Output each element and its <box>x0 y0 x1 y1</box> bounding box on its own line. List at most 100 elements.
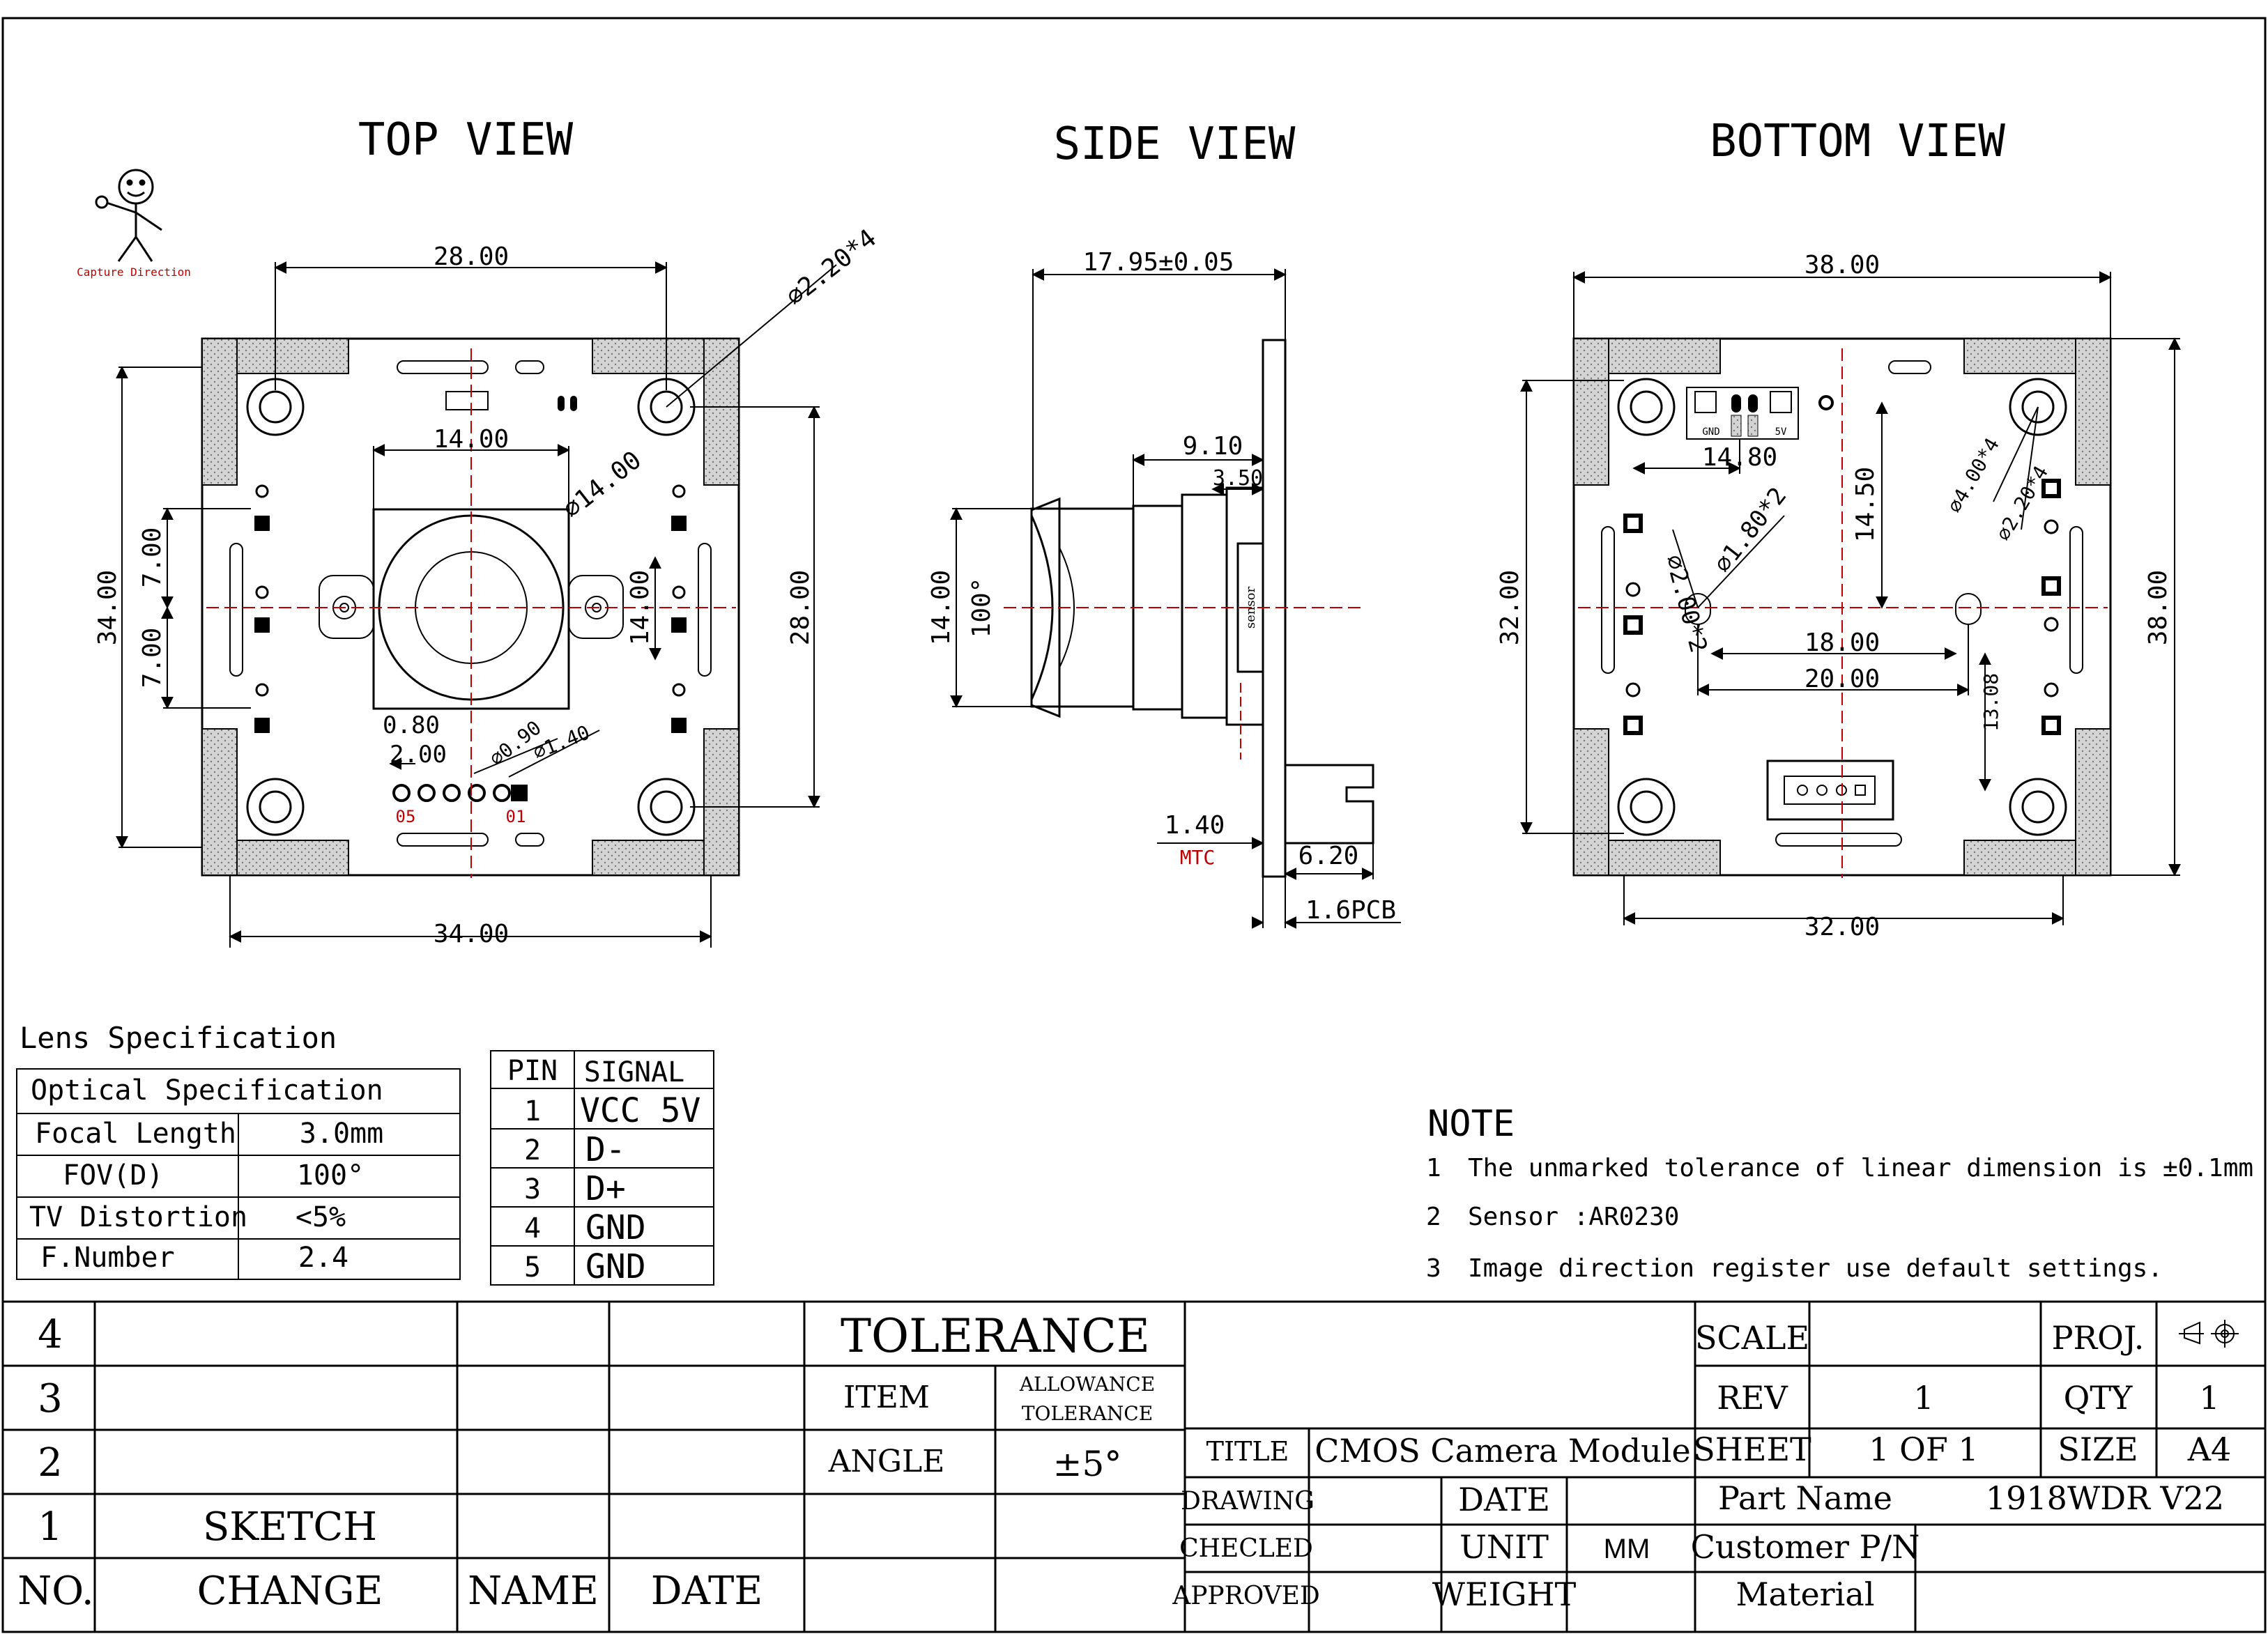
lens-spec-value: 3.0mm <box>300 1118 383 1150</box>
lens-spec-name: TV Distortion <box>29 1201 247 1233</box>
revision-row-4: 4 <box>38 1312 63 1357</box>
note-number: 1 <box>1426 1154 1441 1182</box>
top-dim-gap-lower: 7.00 <box>138 628 167 688</box>
side-dim-connector: 6.20 <box>1298 842 1359 870</box>
top-dim-center-right: 14.00 <box>626 570 654 645</box>
bottom-dim-connector-pos: 14.80 <box>1702 443 1777 472</box>
tolerance-allowance: ALLOWANCE <box>1019 1373 1155 1396</box>
bottom-conn-5v-label: 5V <box>1775 426 1787 438</box>
title-value: CMOS Camera Module <box>1315 1432 1690 1470</box>
sheet-value: 1 OF 1 <box>1869 1431 1978 1468</box>
pin-signal: D- <box>585 1130 626 1169</box>
sheet-frame <box>1 17 2267 1633</box>
tolerance-title: TOLERANCE <box>841 1309 1150 1363</box>
side-dim-pcb: 1.6PCB <box>1305 896 1396 925</box>
note-number: 2 <box>1426 1203 1441 1231</box>
top-view-board <box>201 337 740 878</box>
revision-row-3: 3 <box>38 1376 63 1421</box>
revision-header-name: NAME <box>468 1569 599 1614</box>
lens-spec-table <box>16 1068 461 1280</box>
revision-row-1: 1 <box>38 1504 63 1550</box>
side-view-drawing <box>1004 339 1374 878</box>
rev-value: 1 <box>1913 1379 1933 1417</box>
top-dim-offset-a: 0.80 <box>383 711 440 739</box>
revision-header-no: NO. <box>17 1569 93 1614</box>
note-text: The unmarked tolerance of linear dimensi… <box>1468 1154 2253 1182</box>
side-dim-total: 17.95±0.05 <box>1083 248 1234 277</box>
top-dim-offset-b: 2.00 <box>390 741 447 769</box>
pin-number: 3 <box>524 1173 541 1205</box>
capture-direction-label: Capture Direction <box>77 265 191 279</box>
top-view-title: TOP VIEW <box>358 114 574 166</box>
lens-spec-name: Focal Length <box>35 1118 236 1150</box>
lens-spec-name: F.Number <box>40 1242 175 1274</box>
bottom-dim-height-right: 38.00 <box>2144 570 2173 645</box>
top-dim-width: 28.00 <box>434 242 509 271</box>
revision-header-date: DATE <box>651 1569 763 1614</box>
checked-label: CHECLED <box>1179 1534 1313 1563</box>
note-text: Sensor :AR0230 <box>1468 1203 1679 1231</box>
revision-sketch: SKETCH <box>203 1504 377 1550</box>
side-sensor-label: sensor <box>1243 587 1258 629</box>
weight-label: WEIGHT <box>1432 1575 1577 1613</box>
lens-spec-header: Optical Specification <box>31 1074 383 1107</box>
top-dim-gap-upper: 7.00 <box>138 527 167 588</box>
top-dim-inner: 14.00 <box>434 425 509 454</box>
pin-number: 1 <box>524 1095 541 1127</box>
side-dim-holder: 3.50 <box>1213 466 1263 491</box>
bottom-view-board <box>1572 337 2112 878</box>
side-view-dimensions <box>950 268 1401 929</box>
unit-label: UNIT <box>1459 1528 1549 1566</box>
side-dim-thickness: 1.40 <box>1165 811 1225 840</box>
side-view-title: SIDE VIEW <box>1054 118 1296 170</box>
bottom-dim-width-bottom: 32.00 <box>1805 913 1880 941</box>
bottom-view-dimensions <box>1520 271 2181 925</box>
pin-table <box>490 1050 714 1286</box>
top-view-dimensions <box>116 261 837 948</box>
pin-signal: VCC 5V <box>580 1091 700 1130</box>
side-dim-fov: 100° <box>967 578 996 638</box>
tolerance-angle-value: ±5° <box>1053 1444 1122 1484</box>
lens-spec-value: <5% <box>296 1201 346 1233</box>
revision-row-2: 2 <box>38 1440 63 1486</box>
bottom-dim-conn-height: 13.08 <box>1979 673 2002 732</box>
bottom-dim-slot-span-b: 20.00 <box>1805 665 1880 693</box>
date-label: DATE <box>1458 1481 1550 1518</box>
revision-header-change: CHANGE <box>197 1569 383 1614</box>
lens-spec-name: FOV(D) <box>63 1159 164 1192</box>
pin-signal: GND <box>585 1208 646 1247</box>
qty-value: 1 <box>2199 1379 2219 1417</box>
bottom-dim-conn-offset: 14.50 <box>1851 467 1880 542</box>
note-text: Image direction register use default set… <box>1468 1254 2163 1283</box>
size-value: A4 <box>2187 1431 2232 1468</box>
top-dim-holes: ⌀2.20*4 <box>781 224 882 311</box>
part-name-value: 1918WDR V22 <box>1986 1479 2224 1517</box>
scale-label: SCALE <box>1695 1319 1809 1357</box>
pin-table-header-pin: PIN <box>507 1055 558 1087</box>
title-label: TITLE <box>1206 1436 1289 1467</box>
unit-value: MM <box>1604 1534 1650 1564</box>
material-label: Material <box>1736 1575 1874 1613</box>
top-dim-height-left: 34.00 <box>93 570 122 645</box>
tolerance-angle: ANGLE <box>828 1444 945 1479</box>
side-mtc-label: MTC <box>1180 846 1216 869</box>
bottom-dim-height-left: 32.00 <box>1496 570 1524 645</box>
bottom-view-title: BOTTOM VIEW <box>1710 116 2005 167</box>
lens-spec-title: Lens Specification <box>20 1021 337 1055</box>
pin-signal: GND <box>585 1247 646 1286</box>
title-block-grid <box>3 1300 2265 1632</box>
bottom-conn-gnd-label: GND <box>1702 426 1719 438</box>
pin-table-header-signal: SIGNAL <box>584 1056 685 1088</box>
top-pin-label-01: 01 <box>506 807 526 826</box>
tolerance-item: ITEM <box>843 1380 930 1415</box>
rev-label: REV <box>1717 1379 1788 1417</box>
qty-label: QTY <box>2064 1379 2133 1417</box>
notes-title: NOTE <box>1427 1103 1515 1145</box>
bottom-dim-width: 38.00 <box>1805 251 1880 279</box>
sheet-label: SHEET <box>1693 1431 1811 1468</box>
side-dim-lens-diameter: 14.00 <box>927 570 956 645</box>
pin-number: 2 <box>524 1134 541 1166</box>
top-dim-width-bottom: 34.00 <box>434 920 509 948</box>
projection-symbol-icon <box>2179 1320 2239 1348</box>
